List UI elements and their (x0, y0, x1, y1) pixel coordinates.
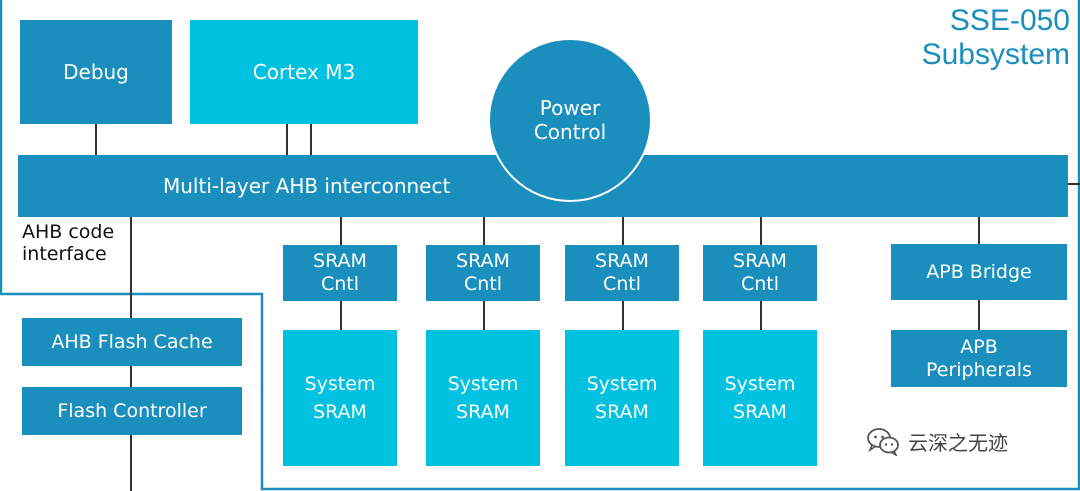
watermark: 云深之无迹 (866, 426, 1008, 456)
system-sram-4: System SRAM (703, 330, 817, 466)
system-sram-1: System SRAM (283, 330, 397, 466)
sram-cntl-4: SRAM Cntl (703, 245, 817, 301)
sram-cntl-2: SRAM Cntl (426, 245, 540, 301)
subsystem-title-line1: SSE-050 (949, 4, 1070, 37)
ahb-code-interface-label: AHB code interface (22, 221, 115, 266)
sram-link-2a (483, 216, 485, 246)
apb-peripherals-block: APB Peripherals (891, 330, 1067, 387)
sram-cntl-2-label: SRAM Cntl (456, 250, 510, 295)
apb-bridge-label: APB Bridge (926, 260, 1032, 283)
sram-link-4b (760, 300, 762, 330)
sram-link-1b (340, 300, 342, 330)
interconnect-right-stub (1066, 183, 1080, 185)
sram-cntl-4-label: SRAM Cntl (733, 250, 787, 295)
apb-peripherals-label: APB Peripherals (926, 335, 1032, 381)
system-sram-2-label: System SRAM (447, 372, 519, 424)
sram-cntl-1-label: SRAM Cntl (313, 250, 367, 295)
system-sram-1-label: System SRAM (304, 372, 376, 424)
watermark-text: 云深之无迹 (908, 430, 1008, 455)
sram-cntl-3-label: SRAM Cntl (595, 250, 649, 295)
sram-link-4a (760, 216, 762, 246)
apb-link-b (978, 300, 980, 330)
sram-link-1a (340, 216, 342, 246)
debug-bus-line (95, 124, 97, 156)
system-sram-2: System SRAM (426, 330, 540, 466)
sram-link-2b (483, 300, 485, 330)
ahb-interconnect-label: Multi-layer AHB interconnect (163, 174, 451, 198)
power-control-block: Power Control (488, 38, 652, 202)
power-control-label: Power Control (533, 96, 607, 144)
cortex-m3-label: Cortex M3 (252, 60, 356, 84)
flash-controller-block: Flash Controller (22, 387, 242, 435)
wechat-icon (867, 428, 899, 456)
sram-link-3a (622, 216, 624, 246)
ahb-flash-cache-label: AHB Flash Cache (51, 330, 213, 353)
subsystem-title-line2: Subsystem (921, 37, 1070, 71)
sram-cntl-3: SRAM Cntl (565, 245, 679, 301)
ahb-flash-cache-block: AHB Flash Cache (22, 318, 242, 366)
apb-bridge-block: APB Bridge (891, 244, 1067, 300)
cortex-m3-block: Cortex M3 (190, 20, 418, 124)
system-sram-3-label: System SRAM (586, 372, 658, 424)
apb-link-a (978, 216, 980, 244)
system-sram-4-label: System SRAM (724, 372, 796, 424)
debug-label: Debug (63, 60, 129, 84)
cortex-bus-line-2 (310, 124, 312, 156)
debug-block: Debug (20, 20, 172, 124)
flash-controller-label: Flash Controller (57, 399, 207, 422)
sram-link-3b (622, 300, 624, 330)
system-sram-3: System SRAM (565, 330, 679, 466)
sram-cntl-1: SRAM Cntl (283, 245, 397, 301)
subsystem-title: SSE-050 Subsystem (922, 4, 1070, 71)
cortex-bus-line-1 (286, 124, 288, 156)
